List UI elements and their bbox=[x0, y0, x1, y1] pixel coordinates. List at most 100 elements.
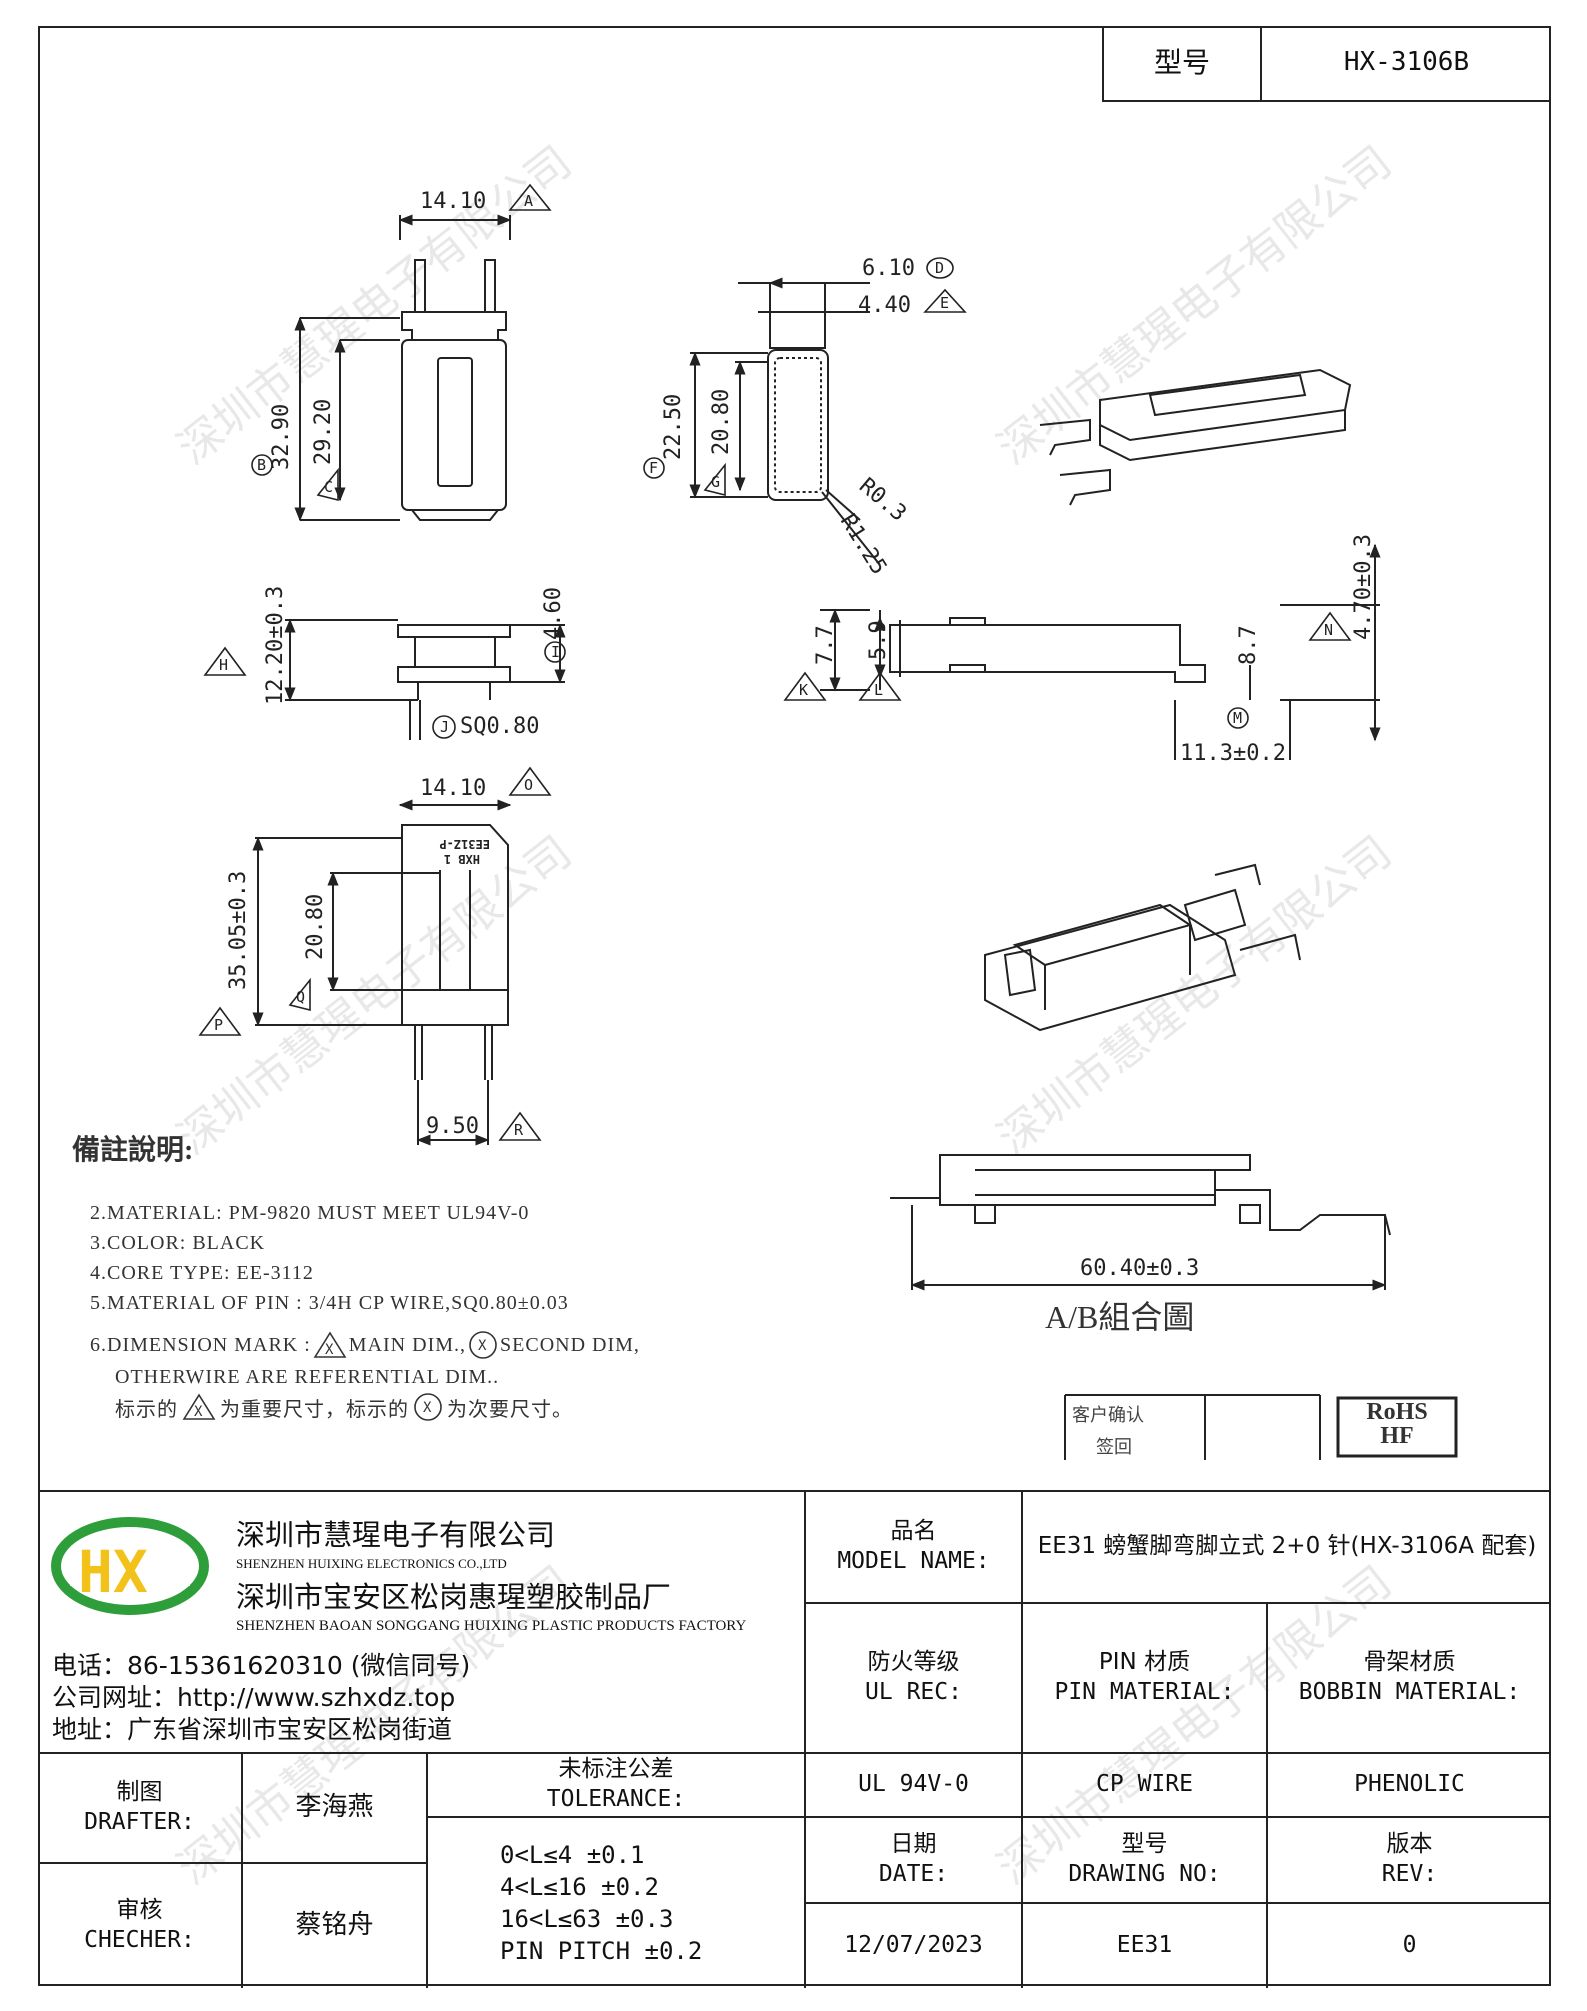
callout-o-marker: O bbox=[508, 766, 552, 796]
svg-text:Q: Q bbox=[296, 988, 305, 1006]
callout-f-marker: F bbox=[643, 457, 665, 479]
note-item-chinese: 标示的 X 为重要尺寸，标示的 X 为次要尺寸。 bbox=[115, 1392, 573, 1422]
svg-text:A: A bbox=[524, 192, 533, 210]
svg-text:I: I bbox=[551, 643, 560, 661]
note-item: 4.CORE TYPE: EE-3112 bbox=[90, 1262, 314, 1284]
svg-text:X: X bbox=[325, 1342, 334, 1358]
svg-text:K: K bbox=[799, 681, 808, 699]
rohs-box-outline bbox=[1336, 1396, 1458, 1458]
svg-text:M: M bbox=[1233, 709, 1242, 727]
company-name-en: SHENZHEN HUIXING ELECTRONICS CO.,LTD bbox=[236, 1556, 507, 1571]
tolerance-row: PIN PITCH ±0.2 bbox=[500, 1937, 703, 1965]
company-phone: 电话：86-15361620310 (微信同号) bbox=[52, 1651, 471, 1680]
circle-mark-icon: X bbox=[414, 1393, 442, 1421]
company-section: HX 深圳市慧瑆电子有限公司 SHENZHEN HUIXING ELECTRON… bbox=[38, 1492, 806, 1752]
dim-4-70: 4.70±0.3 bbox=[1351, 534, 1376, 640]
svg-text:R: R bbox=[514, 1121, 524, 1139]
title-block: HX 深圳市慧瑆电子有限公司 SHENZHEN HUIXING ELECTRON… bbox=[38, 1490, 1551, 1988]
header-model-box: 型号 HX-3106B bbox=[1102, 26, 1551, 102]
dim-60-40: 60.40±0.3 bbox=[1080, 1256, 1199, 1281]
rev-value: 0 bbox=[1402, 1932, 1417, 1959]
dim-r1-25: R1.25 bbox=[835, 510, 891, 579]
part-marking-line1: EE31Z-P bbox=[439, 837, 490, 851]
tolerance-row: 4<L≤16 ±0.2 bbox=[500, 1873, 659, 1901]
customer-confirm-box: 客户确认 签回 bbox=[1072, 1400, 1144, 1464]
part-marking-line2: HXB 1 bbox=[444, 852, 480, 866]
svg-text:O: O bbox=[524, 776, 533, 794]
svg-text:N: N bbox=[1324, 621, 1333, 639]
dim-4-40: 4.40 bbox=[858, 293, 911, 318]
side-section-view bbox=[689, 277, 881, 566]
rohs-badge: RoHS HF bbox=[1342, 1400, 1452, 1448]
checker-name: 蔡铭舟 bbox=[243, 1864, 428, 1988]
note-item: 2.MATERIAL: PM-9820 MUST MEET UL94V-0 bbox=[90, 1202, 530, 1224]
dim-7-7: 7.7 bbox=[813, 625, 838, 665]
svg-text:F: F bbox=[649, 459, 658, 477]
dim-32-90: 32.90 bbox=[269, 404, 294, 470]
header-model-value: HX-3106B bbox=[1343, 47, 1470, 78]
factory-name-cn: 深圳市宝安区松岗惠瑆塑胶制品厂 bbox=[236, 1580, 672, 1614]
note-item: OTHERWIRE ARE REFERENTIAL DIM.. bbox=[115, 1366, 500, 1388]
pin-side-view bbox=[284, 618, 566, 740]
drawing-no-value: EE31 bbox=[1023, 1904, 1268, 1988]
callout-l-marker: L bbox=[858, 671, 902, 701]
callout-e-marker: E bbox=[923, 288, 967, 313]
callout-a-marker: A bbox=[508, 183, 552, 211]
note-main-dim: MAIN DIM., bbox=[348, 1333, 467, 1356]
company-name-cn: 深圳市慧瑆电子有限公司 bbox=[236, 1518, 556, 1552]
iso-view-assembly bbox=[984, 863, 1301, 1032]
dim-12-20: 12.20±0.3 bbox=[263, 586, 288, 705]
dim-20-80-g: 20.80 bbox=[709, 389, 734, 455]
callout-n-marker: N bbox=[1308, 611, 1352, 641]
dim-sq0-80: SQ0.80 bbox=[460, 714, 539, 739]
dim-20-80-q: 20.80 bbox=[303, 894, 328, 960]
dim-11-3: 11.3±0.2 bbox=[1180, 741, 1286, 766]
svg-text:B: B bbox=[257, 456, 266, 474]
hf-label: HF bbox=[1380, 1423, 1414, 1449]
factory-name-en: SHENZHEN BAOAN SONGGANG HUIXING PLASTIC … bbox=[236, 1618, 747, 1634]
tolerance-row: 16<L≤63 ±0.3 bbox=[500, 1905, 674, 1933]
dim-14-10-top: 14.10 bbox=[420, 189, 486, 214]
callout-p-marker: P bbox=[198, 1006, 242, 1036]
front-view bbox=[294, 214, 512, 522]
callout-b-marker: B bbox=[251, 454, 273, 476]
dim-29-20: 29.20 bbox=[311, 399, 336, 465]
callout-r-marker: R bbox=[498, 1111, 542, 1141]
svg-text:G: G bbox=[711, 473, 720, 491]
svg-text:E: E bbox=[940, 294, 949, 312]
note-dim-mark-label: 6.DIMENSION MARK : bbox=[90, 1333, 311, 1356]
callout-c-marker: C bbox=[316, 467, 339, 502]
dim-6-10: 6.10 bbox=[862, 256, 915, 281]
customer-confirm-line1: 客户确认 bbox=[1072, 1405, 1144, 1426]
dim-8-7: 8.7 bbox=[1236, 625, 1261, 665]
dim-22-50: 22.50 bbox=[661, 394, 686, 460]
svg-text:P: P bbox=[214, 1016, 223, 1034]
note-second-dim: SECOND DIM, bbox=[500, 1333, 640, 1356]
callout-m-marker: M bbox=[1227, 707, 1249, 729]
svg-text:HX: HX bbox=[78, 1538, 148, 1606]
tolerance-list: 0<L≤4 ±0.1 4<L≤16 ±0.2 16<L≤63 ±0.3 PIN … bbox=[428, 1818, 806, 1988]
note-item: 5.MATERIAL OF PIN : 3/4H CP WIRE,SQ0.80±… bbox=[90, 1292, 569, 1314]
tolerance-row: 0<L≤4 ±0.1 bbox=[500, 1841, 645, 1869]
dim-9-50: 9.50 bbox=[426, 1114, 479, 1139]
svg-text:L: L bbox=[874, 681, 883, 699]
dim-35-05: 35.05±0.3 bbox=[226, 871, 251, 990]
rohs-label: RoHS bbox=[1366, 1399, 1428, 1425]
dim-14-10-bottom: 14.10 bbox=[420, 776, 486, 801]
circle-mark-icon: X bbox=[469, 1331, 497, 1359]
customer-box-outline bbox=[1064, 1394, 1321, 1460]
company-website[interactable]: 公司网址：http://www.szhxdz.top bbox=[52, 1683, 456, 1712]
callout-g-marker: G bbox=[703, 462, 726, 497]
row-divider bbox=[38, 1752, 1551, 1754]
svg-text:X: X bbox=[478, 1338, 487, 1354]
technical-drawing: 14.10 32.90 29.20 6.10 4.40 22.50 20.80 … bbox=[198, 183, 1458, 1460]
